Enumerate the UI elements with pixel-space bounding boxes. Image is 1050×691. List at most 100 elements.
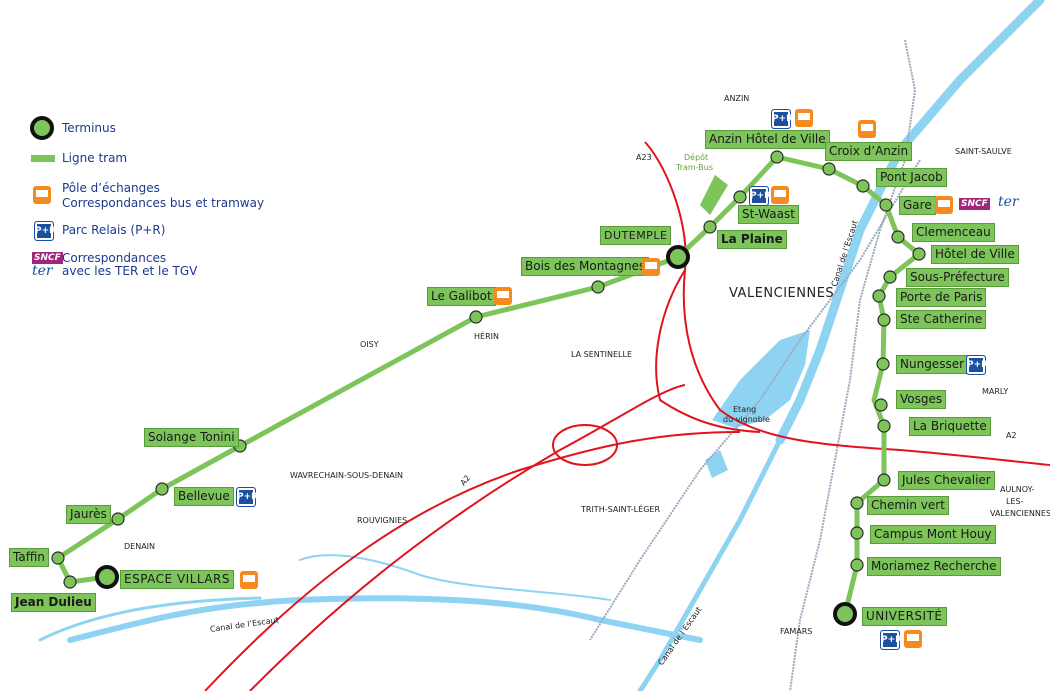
- bus-icon-universite: [904, 630, 922, 648]
- station-ste-catherine[interactable]: Ste Catherine: [896, 310, 987, 329]
- pr-icon-anzin-hdv: P+R: [771, 109, 793, 129]
- station-jaures[interactable]: Jaurès: [66, 505, 111, 524]
- stop-hotel-de-ville: [912, 247, 926, 261]
- station-espace-villars[interactable]: ESPACE VILLARS: [120, 570, 234, 589]
- place-wavrechain: WAVRECHAIN-SOUS-DENAIN: [290, 471, 404, 480]
- pr-icon-st-waast: P+R: [749, 186, 771, 206]
- station-sous-prefecture[interactable]: Sous-Préfecture: [906, 268, 1009, 287]
- sncf-logo-gare: SNCF: [959, 198, 990, 210]
- pr-icon-universite: P+R: [880, 630, 902, 650]
- stop-pont-jacob: [856, 179, 870, 193]
- station-croix-anzin[interactable]: Croix d’Anzin: [825, 142, 913, 161]
- stop-chemin-vert: [850, 496, 864, 510]
- label-etang-2: du vignoble: [723, 415, 770, 424]
- bus-icon-st-waast: [771, 186, 789, 204]
- legend-bus-icon: [33, 186, 51, 204]
- terminus-universite: [833, 602, 857, 626]
- place-herin: HÉRIN: [474, 332, 499, 341]
- place-valenciennes: VALENCIENNES: [729, 286, 835, 301]
- station-jean-dulieu[interactable]: Jean Dulieu: [11, 593, 96, 612]
- legend-pr-icon: P+R: [34, 221, 56, 241]
- stop-vosges: [874, 398, 888, 412]
- stop-la-briquette: [877, 419, 891, 433]
- label-depot-2: Tram-Bus: [676, 163, 714, 172]
- legend-terminus: Terminus: [62, 121, 116, 135]
- bus-icon-espace-villars: [240, 571, 258, 589]
- terminus-dutemple: [666, 245, 690, 269]
- bus-icon-bois-des-montagnes: [642, 258, 660, 276]
- station-gare[interactable]: Gare: [899, 196, 936, 215]
- station-bois-des-montagnes[interactable]: Bois des Montagnes: [521, 257, 650, 276]
- railway-north: [789, 39, 917, 691]
- pond: [705, 450, 728, 478]
- station-le-galibot[interactable]: Le Galibot: [427, 287, 496, 306]
- place-saint-saulve: SAINT-SAULVE: [955, 147, 1012, 156]
- station-dutemple[interactable]: DUTEMPLE: [600, 226, 672, 245]
- pr-icon-bellevue: P+R: [236, 487, 258, 507]
- stop-moriamez: [850, 558, 864, 572]
- stop-croix-anzin: [822, 162, 836, 176]
- legend-terminus-icon: [30, 116, 54, 140]
- place-denain: DENAIN: [124, 542, 156, 551]
- legend-pole-sub: Correspondances bus et tramway: [62, 196, 265, 210]
- station-jules-chevalier[interactable]: Jules Chevalier: [898, 471, 995, 490]
- legend-ligne-tram: Ligne tram: [62, 151, 128, 165]
- canal-escaut-north: [775, 0, 1045, 445]
- stop-gare: [879, 198, 893, 212]
- station-chemin-vert[interactable]: Chemin vert: [867, 496, 949, 515]
- station-vosges[interactable]: Vosges: [896, 390, 947, 409]
- stop-clemenceau: [891, 230, 905, 244]
- label-etang-1: Etang: [733, 405, 757, 414]
- legend-corr-title: Correspondances: [62, 251, 167, 265]
- place-trith: TRITH-SAINT-LÉGER: [581, 505, 660, 514]
- stop-jaures: [111, 512, 125, 526]
- legend-ter-logo: ter: [32, 263, 53, 279]
- place-aulnoy-3: VALENCIENNES: [990, 509, 1050, 518]
- station-hotel-de-ville[interactable]: Hôtel de Ville: [931, 245, 1019, 264]
- station-la-briquette[interactable]: La Briquette: [909, 417, 991, 436]
- place-marly: MARLY: [982, 387, 1009, 396]
- bus-icon-croix-anzin: [858, 120, 876, 138]
- pr-icon-nungesser: P+R: [966, 355, 988, 375]
- station-porte-de-paris[interactable]: Porte de Paris: [896, 288, 987, 307]
- a2-road: [204, 431, 741, 691]
- railway-diagonal: [589, 159, 921, 641]
- legend-corr-sub: avec les TER et le TGV: [62, 264, 198, 278]
- station-taffin[interactable]: Taffin: [9, 548, 49, 567]
- legend-parc-relais: Parc Relais (P+R): [62, 223, 166, 237]
- station-la-plaine[interactable]: La Plaine: [717, 230, 787, 249]
- station-st-waast[interactable]: St-Waast: [738, 205, 799, 224]
- place-famars: FAMARS: [780, 627, 813, 636]
- legend-tram-icon: [31, 155, 55, 162]
- stop-la-plaine: [703, 220, 717, 234]
- station-pont-jacob[interactable]: Pont Jacob: [876, 168, 947, 187]
- place-rouvignies: ROUVIGNIES: [357, 516, 408, 525]
- station-universite[interactable]: UNIVERSITÉ: [862, 607, 947, 626]
- interchange: [552, 424, 618, 466]
- stop-bois-des-montagnes: [591, 280, 605, 294]
- station-campus-mont-houy[interactable]: Campus Mont Houy: [870, 525, 996, 544]
- place-aulnoy-1: AULNOY-: [1000, 485, 1035, 494]
- station-bellevue[interactable]: Bellevue: [174, 487, 234, 506]
- place-oisy: OISY: [360, 340, 379, 349]
- stop-ste-catherine: [877, 313, 891, 327]
- bus-icon-gare: [935, 196, 953, 214]
- station-solange-tonini[interactable]: Solange Tonini: [144, 428, 239, 447]
- bus-icon-le-galibot: [494, 287, 512, 305]
- station-moriamez-recherche[interactable]: Moriamez Recherche: [867, 557, 1001, 576]
- ter-logo-gare: ter: [998, 194, 1019, 210]
- a2-road-2: [249, 384, 686, 691]
- terminus-espace-villars: [95, 565, 119, 589]
- etang-du-vignoble: [712, 330, 810, 428]
- stop-nungesser: [876, 357, 890, 371]
- a23-road: [644, 141, 1050, 466]
- station-anzin-hdv[interactable]: Anzin Hôtel de Ville: [705, 130, 830, 149]
- stop-campus: [850, 526, 864, 540]
- river-south: [637, 437, 783, 691]
- stop-porte-de-paris: [872, 289, 886, 303]
- station-nungesser[interactable]: Nungesser: [896, 355, 969, 374]
- station-clemenceau[interactable]: Clemenceau: [912, 223, 995, 242]
- depot-tram-bus: [700, 175, 728, 215]
